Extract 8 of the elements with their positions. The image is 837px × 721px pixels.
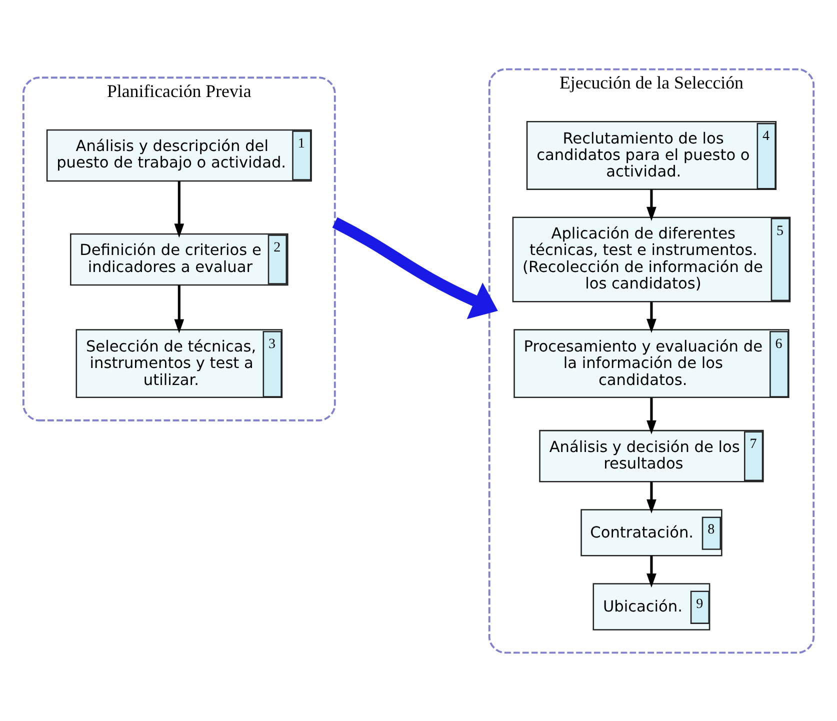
arrow: [646, 397, 656, 434]
arrow: [174, 180, 184, 238]
arrow: [332, 216, 498, 319]
arrow: [646, 302, 656, 332]
arrow: [174, 284, 184, 333]
arrow: [646, 482, 656, 513]
arrow: [646, 555, 656, 588]
arrow: [646, 188, 656, 220]
